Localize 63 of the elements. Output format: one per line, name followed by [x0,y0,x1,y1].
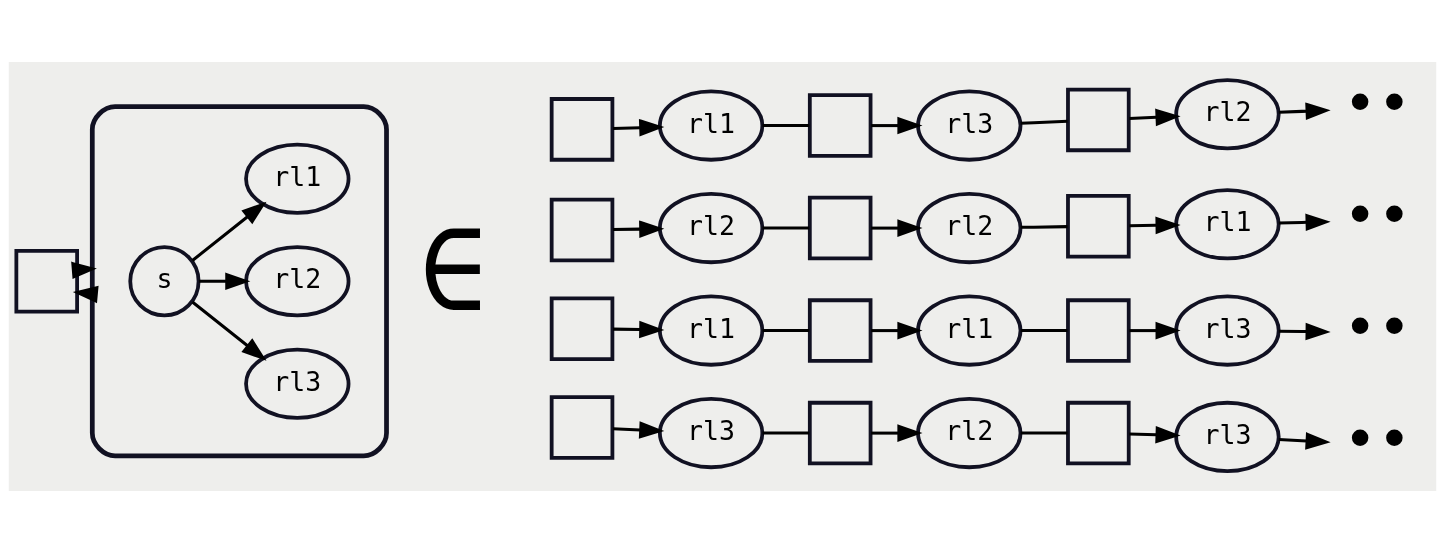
node-box [549,395,615,460]
connector [1020,431,1068,435]
node-text: •• [1343,405,1412,472]
node-box [549,296,615,361]
node-ellipse: rl1 [244,142,351,215]
node-box [807,93,873,158]
node-ellipse: rl3 [916,89,1023,162]
arrow [871,219,923,237]
arrow [1278,102,1331,120]
arrow [871,424,923,442]
node-box [1066,193,1131,259]
node-box [549,97,615,162]
node-ellipse: rl2 [244,245,351,318]
node-box [549,197,615,263]
node-box [807,298,873,363]
arrow [72,285,99,304]
connector [1020,119,1068,125]
arrow [1129,321,1181,340]
arrow [612,320,665,339]
arrow [871,321,923,340]
connector [762,431,810,435]
node-text: •• [1343,69,1412,136]
arrow [198,272,251,291]
connector [762,226,810,230]
arrow [1278,322,1331,341]
node-box [807,195,873,261]
connector [762,329,810,333]
arrow [1129,216,1181,235]
connector [762,124,810,128]
arrow [1278,432,1331,450]
arrow [1129,426,1181,444]
node-ellipse: rl1 [657,89,765,162]
node-ellipse: rl3 [244,347,351,420]
node-box [1066,87,1131,153]
node-ellipse: rl3 [1174,294,1281,367]
node-box [807,400,873,466]
node-ellipse: rl3 [1174,400,1281,473]
connector [1020,329,1068,333]
label: ∈ [418,203,488,337]
connector [1020,225,1068,229]
node-box [1066,400,1131,466]
arrow [1278,213,1331,232]
arrow [191,300,267,361]
node-ellipse: rl2 [657,192,765,265]
node-ellipse: rl2 [1174,78,1281,151]
node-ellipse: rl2 [916,192,1023,265]
arrow [612,118,665,137]
node-text: •• [1343,293,1412,360]
cluster [89,104,389,459]
node-ellipse: rl2 [916,397,1023,470]
arrow [612,220,665,238]
node-ellipse: rl1 [916,294,1023,367]
arrow [871,116,923,135]
node-text: •• [1343,181,1412,248]
node-ellipse: rl1 [1174,188,1281,261]
node-box [1066,298,1131,363]
node-ellipse: rl1 [657,294,765,367]
arrow [71,261,97,280]
node-circle: s [128,245,201,318]
arrow [612,421,665,439]
node-ellipse: rl3 [657,397,765,470]
arrow [1129,108,1181,127]
arrow [191,201,267,262]
